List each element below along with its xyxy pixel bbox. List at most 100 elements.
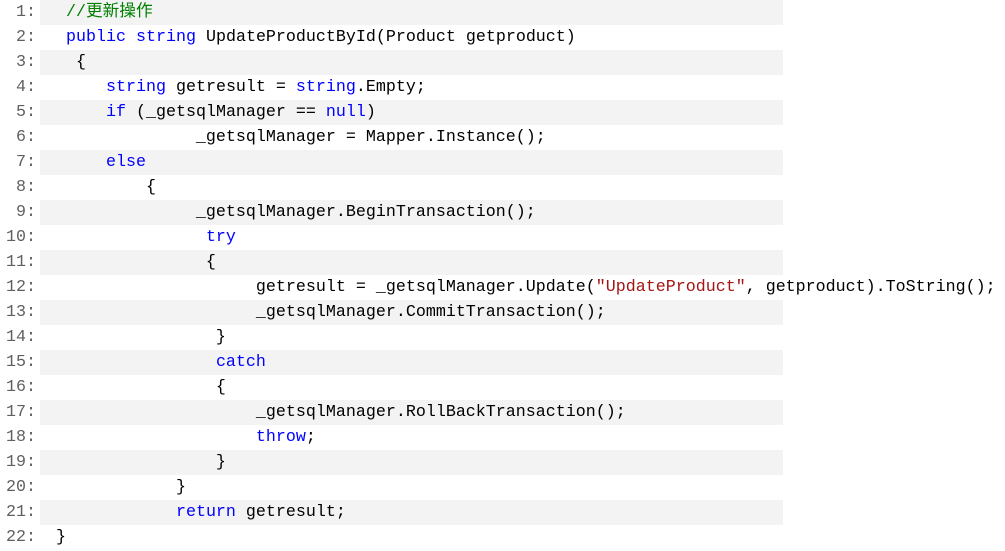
line-number: 18: [6,428,36,447]
code-line: 5: if (_getsqlManager == null) [0,100,1005,125]
code-line: 17: _getsqlManager.RollBackTransaction()… [0,400,1005,425]
keyword-token: catch [215,353,266,372]
code-line: 1: //更新操作 [0,0,1005,25]
code-content: { [56,375,226,400]
line-number: 21: [6,503,36,522]
code-content: { [56,250,216,275]
keyword-token: else [105,153,146,172]
code-content: return getresult; [56,500,346,525]
code-text: getresult = [165,78,296,97]
line-number: 2: [16,28,36,47]
code-text: ) [365,103,376,122]
line-number: 12: [6,278,36,297]
code-line: 20: } [0,475,1005,500]
line-number: 8: [16,178,36,197]
code-content: } [56,475,186,500]
line-number: 14: [6,328,36,347]
code-content: _getsqlManager.RollBackTransaction(); [56,400,626,425]
code-content: { [56,175,156,200]
line-number: 13: [6,303,36,322]
code-content: _getsqlManager.CommitTransaction(); [56,300,606,325]
row-background [40,200,783,225]
code-text [56,28,66,47]
code-content: } [56,325,226,350]
code-text: , getproduct).ToString(); [745,278,996,297]
code-text: { [56,378,226,397]
line-number: 9: [16,203,36,222]
keyword-token: string [295,78,356,97]
line-number: 1: [16,3,36,22]
line-number: 20: [6,478,36,497]
code-content: _getsqlManager = Mapper.Instance(); [56,125,546,150]
code-line: 15: catch [0,350,1005,375]
code-text: UpdateProductById(Product getproduct) [195,28,576,47]
code-content: getresult = _getsqlManager.Update("Updat… [56,275,996,300]
code-text: } [56,453,226,472]
code-content: if (_getsqlManager == null) [56,100,376,125]
row-background [40,150,783,175]
comment-token: //更新操作 [66,3,153,22]
line-number: 5: [16,103,36,122]
code-text [56,228,206,247]
code-text [56,353,216,372]
code-content: _getsqlManager.BeginTransaction(); [56,200,536,225]
code-text [56,3,66,22]
code-content: else [56,150,146,175]
code-text: ; [305,428,316,447]
line-number: 3: [16,53,36,72]
code-text: { [56,178,156,197]
code-content: throw; [56,425,316,450]
keyword-token: string [105,78,166,97]
code-text: } [56,528,66,547]
keyword-token: return [175,503,236,522]
code-text: _getsqlManager.CommitTransaction(); [56,303,606,322]
code-text: .Empty; [355,78,426,97]
line-number: 4: [16,78,36,97]
code-line: 9: _getsqlManager.BeginTransaction(); [0,200,1005,225]
line-number: 10: [6,228,36,247]
code-line: 12: getresult = _getsqlManager.Update("U… [0,275,1005,300]
line-number: 11: [6,253,36,272]
code-text [56,503,176,522]
row-background [40,500,783,525]
row-background [40,350,783,375]
code-text: { [56,253,216,272]
code-line: 18: throw; [0,425,1005,450]
code-line: 8: { [0,175,1005,200]
string-token: "UpdateProduct" [595,278,746,297]
keyword-token: throw [255,428,306,447]
code-content: } [56,450,226,475]
row-background [40,50,783,75]
keyword-token: try [205,228,236,247]
code-line: 19: } [0,450,1005,475]
row-background [40,250,783,275]
line-number: 7: [16,153,36,172]
keyword-token: string [135,28,196,47]
line-number: 19: [6,453,36,472]
code-text: (_getsqlManager == [125,103,326,122]
code-line: 21: return getresult; [0,500,1005,525]
code-text: { [56,53,86,72]
code-text: _getsqlManager = Mapper.Instance(); [56,128,546,147]
code-content: public string UpdateProductById(Product … [56,25,576,50]
row-background [40,0,783,25]
code-content: catch [56,350,266,375]
code-content: { [56,50,86,75]
line-number: 17: [6,403,36,422]
code-line: 10: try [0,225,1005,250]
code-text: _getsqlManager.BeginTransaction(); [56,203,536,222]
row-background [40,450,783,475]
code-text [56,428,256,447]
line-number: 6: [16,128,36,147]
code-text: getresult; [235,503,346,522]
code-text [56,78,106,97]
code-content: try [56,225,236,250]
line-number: 22: [6,528,36,547]
row-background [40,100,783,125]
code-line: 2: public string UpdateProductById(Produ… [0,25,1005,50]
code-text: _getsqlManager.RollBackTransaction(); [56,403,626,422]
code-text: } [56,328,226,347]
line-number: 15: [6,353,36,372]
row-background [40,300,783,325]
